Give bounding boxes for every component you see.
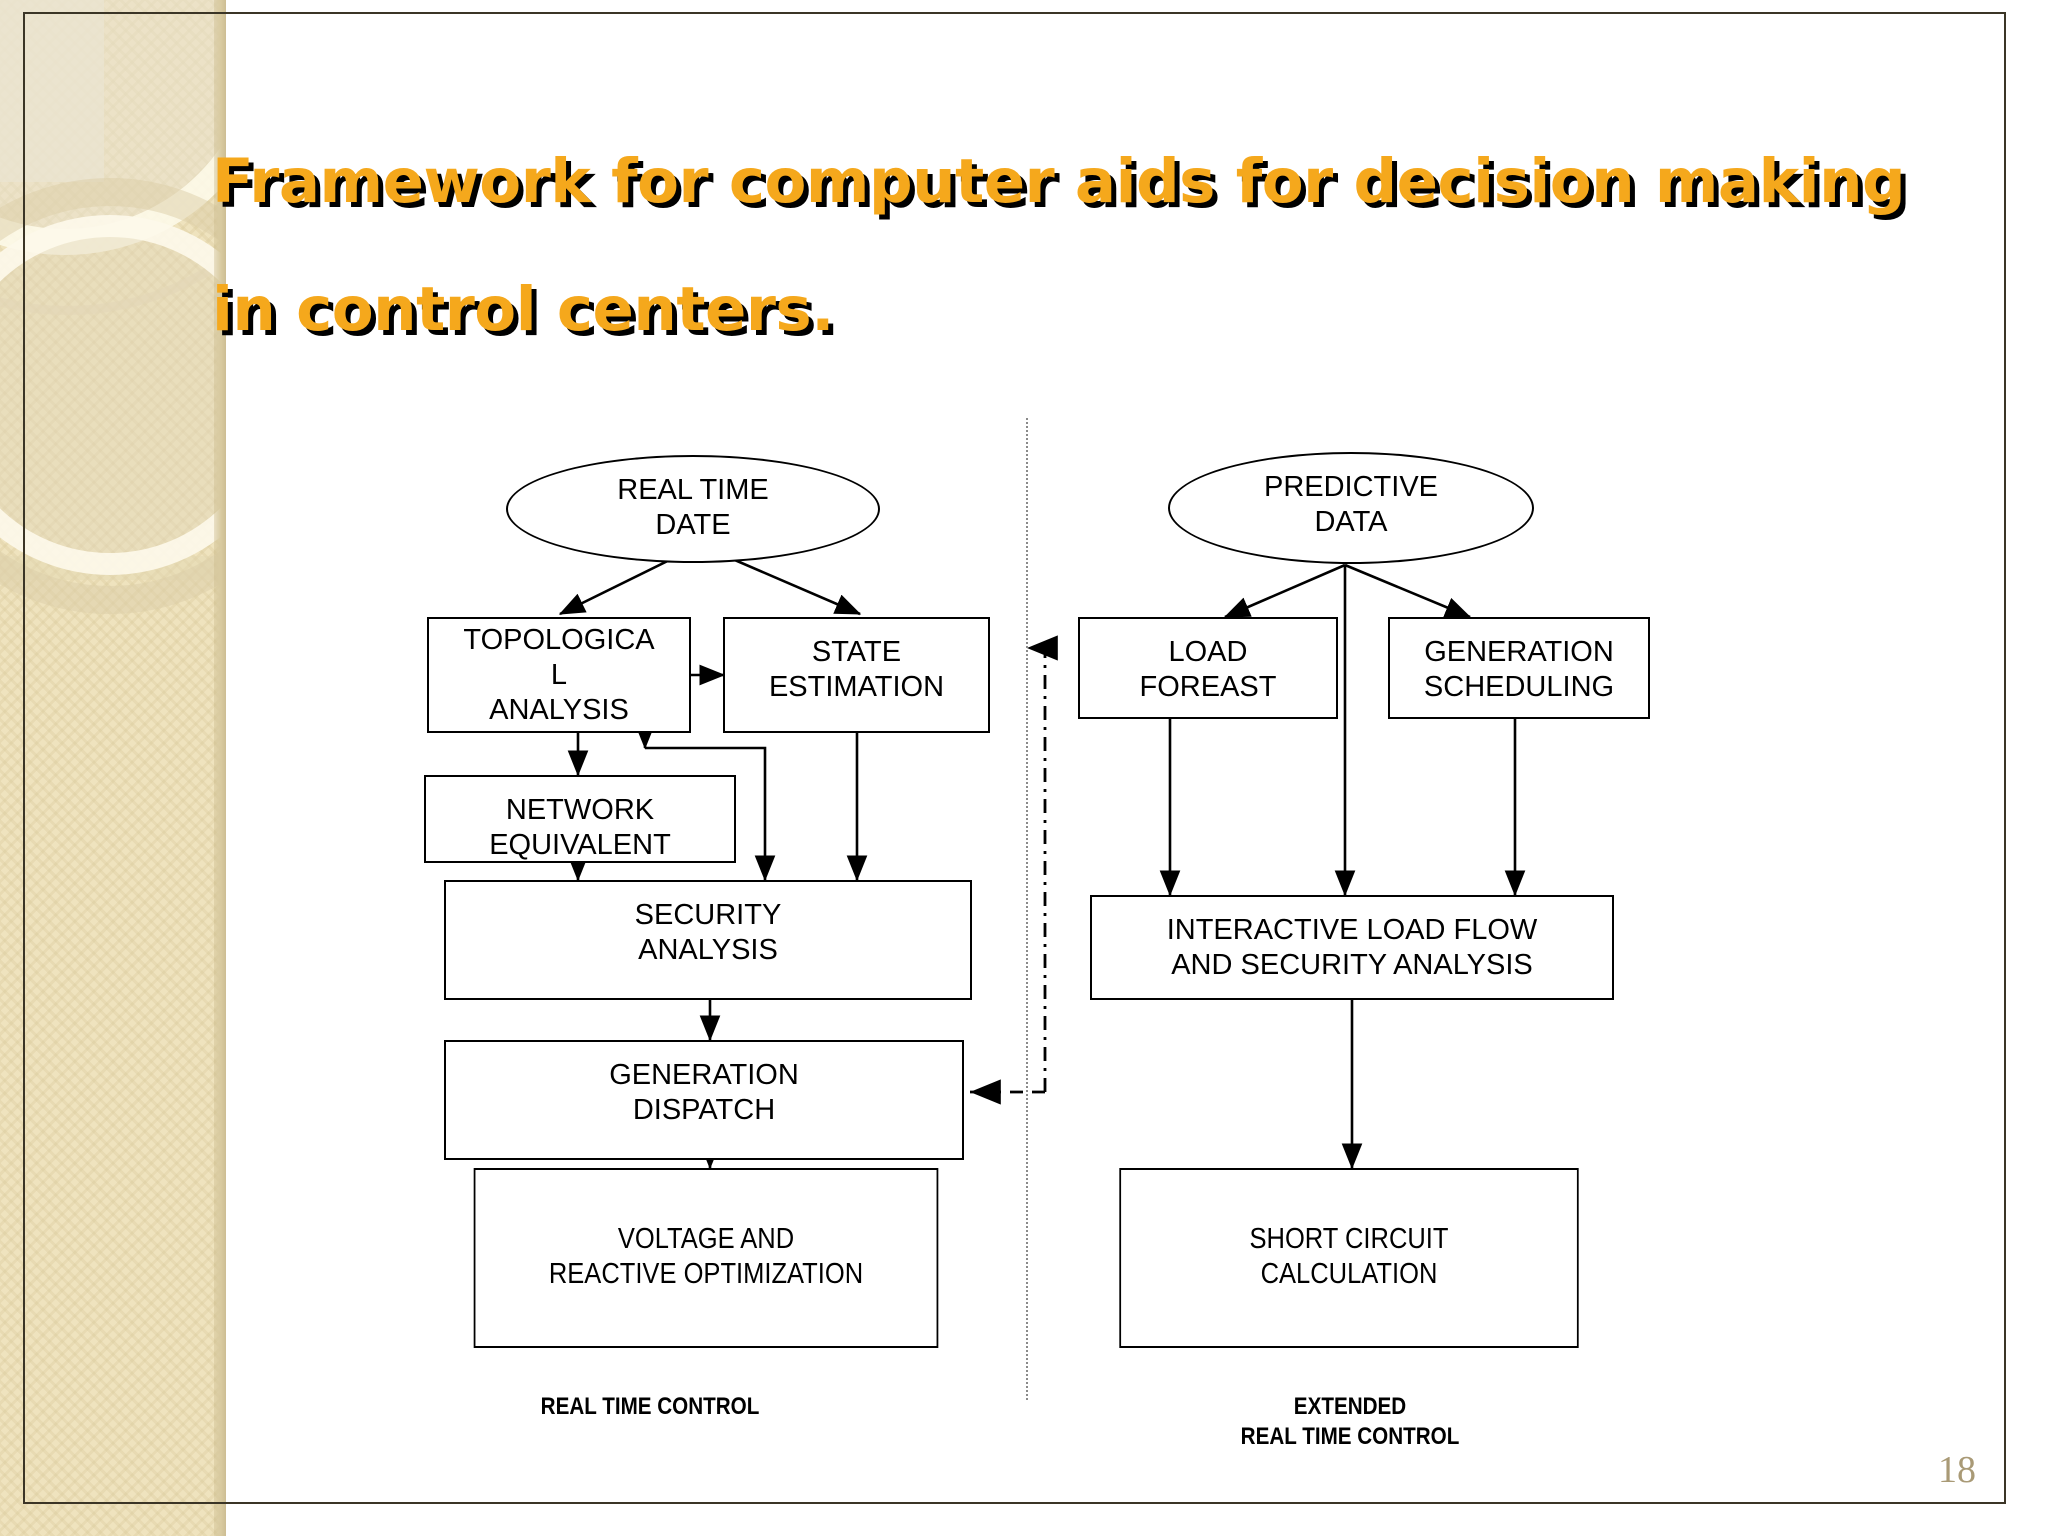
node-predictive-data[interactable]: PREDICTIVE DATA — [1168, 452, 1534, 564]
node-interactive-load-flow[interactable]: INTERACTIVE LOAD FLOW AND SECURITY ANALY… — [1090, 895, 1614, 1000]
node-real-time-data[interactable]: REAL TIME DATE — [506, 455, 880, 563]
page-number: 18 — [1938, 1449, 1976, 1491]
frame-border-top — [226, 12, 2006, 14]
decorative-sidebar — [0, 0, 226, 1536]
sidebar-edge-strip — [214, 0, 226, 1536]
frame-border-sidebar-left — [23, 12, 25, 1504]
node-security-analysis[interactable]: SECURITY ANALYSIS — [444, 880, 972, 1000]
column-divider — [1026, 418, 1028, 1400]
node-topological-analysis[interactable]: TOPOLOGICA L ANALYSIS — [427, 617, 691, 733]
node-load-forecast[interactable]: LOAD FOREAST — [1078, 617, 1338, 719]
node-generation-scheduling[interactable]: GENERATION SCHEDULING — [1388, 617, 1650, 719]
edge-pd-genscheduling — [1344, 563, 1472, 619]
caption-extended-real-time-control: EXTENDED REAL TIME CONTROL — [1240, 1393, 1460, 1450]
frame-border-bottom — [226, 1502, 2006, 1504]
frame-border-right — [2004, 12, 2006, 1504]
slide-title: Framework for computer aids for decision… — [212, 146, 1906, 345]
edge-topological-security — [645, 746, 776, 882]
frame-border-sidebar-bottom — [23, 1502, 227, 1504]
frame-border-sidebar-top — [23, 12, 227, 14]
edge-feedback-dispatch-to-loadforecast — [1027, 635, 1058, 1092]
node-network-equivalent[interactable]: NETWORK EQUIVALENT — [424, 775, 736, 863]
node-state-estimation[interactable]: STATE ESTIMATION — [723, 617, 990, 733]
node-voltage-reactive-optimization[interactable]: VOLTAGE AND REACTIVE OPTIMIZATION — [473, 1168, 939, 1348]
caption-real-time-control: REAL TIME CONTROL — [540, 1393, 760, 1420]
edge-pd-loadforecast — [1223, 563, 1346, 619]
node-generation-dispatch[interactable]: GENERATION DISPATCH — [444, 1040, 964, 1160]
node-short-circuit-calculation[interactable]: SHORT CIRCUIT CALCULATION — [1119, 1168, 1579, 1348]
